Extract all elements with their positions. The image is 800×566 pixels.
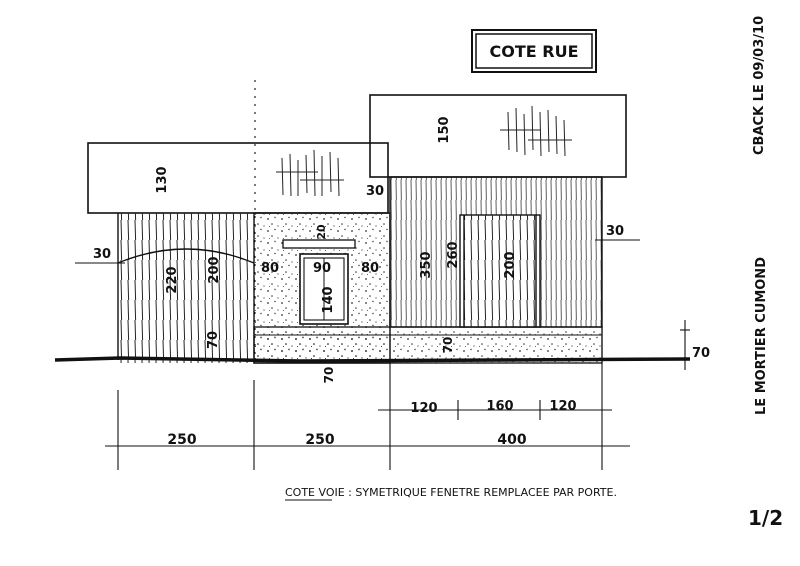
dimension-labels: 130 150 30 30 30 220 200 70 80 90 80 20 … bbox=[93, 116, 710, 448]
project-label: LE MORTIER CUMOND CBACK LE 09/03/10 bbox=[752, 16, 769, 415]
dim-window-width: 90 bbox=[313, 261, 331, 276]
dim-base-right: 70 bbox=[692, 346, 710, 361]
dim-window-offset-left: 80 bbox=[261, 261, 279, 276]
dim-roof-right: 150 bbox=[437, 116, 452, 143]
dim-door-inner: 200 bbox=[503, 251, 518, 278]
dim-segment-b: 160 bbox=[486, 399, 513, 414]
dim-overhang-left: 30 bbox=[93, 247, 111, 262]
project-label-line-1: LE MORTIER CUMOND bbox=[754, 257, 769, 415]
dim-overhang-middle: 30 bbox=[366, 184, 384, 199]
dim-opening-left: 200 bbox=[207, 256, 222, 283]
dim-segment-a: 120 bbox=[410, 401, 437, 416]
ground-line bbox=[54, 356, 691, 363]
dim-roof-left: 130 bbox=[155, 166, 170, 193]
drawing-title: COTE RUE bbox=[490, 42, 579, 61]
dim-door-height: 260 bbox=[446, 241, 461, 268]
lintel bbox=[282, 239, 356, 249]
page-number: 1/2 bbox=[748, 506, 783, 530]
dim-wall-left: 220 bbox=[165, 266, 180, 293]
wall-right bbox=[389, 176, 603, 328]
dimension-lines bbox=[75, 80, 690, 470]
dim-segment-c: 120 bbox=[549, 399, 576, 414]
dim-window-offset-right: 80 bbox=[361, 261, 379, 276]
stone-base bbox=[253, 326, 603, 364]
dim-total-3: 400 bbox=[497, 432, 526, 448]
dim-wall-right: 350 bbox=[419, 251, 434, 278]
dim-window-height: 140 bbox=[321, 286, 336, 313]
note-text: COTE VOIE : SYMETRIQUE FENETRE REMPLACEE… bbox=[285, 486, 617, 499]
roof-left bbox=[87, 142, 389, 214]
project-label-line-2: CBACK LE 09/03/10 bbox=[752, 16, 767, 155]
dim-base-center: 70 bbox=[441, 337, 455, 354]
dim-below-window: 70 bbox=[322, 367, 336, 384]
dim-base-left: 70 bbox=[206, 331, 221, 349]
dim-total-1: 250 bbox=[167, 432, 196, 448]
dim-lintel: 20 bbox=[315, 224, 328, 240]
title-box: COTE RUE bbox=[471, 29, 597, 73]
roof-right bbox=[369, 94, 627, 178]
dim-total-2: 250 bbox=[305, 432, 334, 448]
wall-left bbox=[117, 213, 255, 363]
dim-overhang-right: 30 bbox=[606, 224, 624, 239]
